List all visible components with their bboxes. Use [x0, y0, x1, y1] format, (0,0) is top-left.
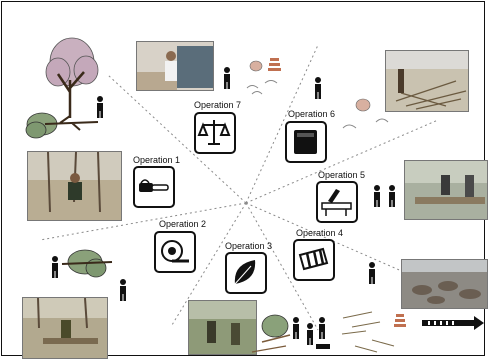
operation-1-label: Operation 1	[133, 155, 181, 165]
operation-4-box	[293, 239, 335, 281]
balance-scale-icon	[197, 120, 231, 145]
bark-piece-icon	[246, 58, 281, 95]
operation-5-box	[316, 181, 358, 223]
radial-line-2	[245, 44, 319, 204]
photo-weighing	[136, 41, 214, 91]
bark-roll-icon	[298, 247, 329, 271]
photo-branches	[385, 50, 469, 112]
leafy-branch-icon	[251, 314, 330, 353]
fuel-bar-icon	[422, 316, 484, 330]
photo-leaf-stripping	[188, 300, 257, 355]
bark-stack-icon	[394, 314, 406, 327]
log-splitting-icon	[321, 189, 352, 216]
radial-line-6	[171, 202, 247, 326]
operation-6-label: Operation 6	[288, 109, 336, 119]
operation-2-label: Operation 2	[159, 219, 207, 229]
measuring-tape-icon	[161, 240, 189, 263]
radial-line-5	[245, 202, 319, 331]
chainsaw-icon	[139, 179, 169, 192]
operation-5-label: Operation 5	[318, 170, 366, 180]
operation-3-label: Operation 3	[225, 241, 273, 251]
photo-debarking	[22, 297, 108, 359]
operation-6-box	[285, 121, 327, 163]
photo-bark-drying	[401, 259, 488, 309]
photo-splitting	[404, 160, 488, 220]
oven-icon	[294, 130, 317, 154]
radial-line-1	[107, 74, 247, 204]
leaf-icon	[234, 260, 256, 285]
operation-7-box	[194, 112, 236, 154]
operation-1-box	[133, 166, 175, 208]
operation-7-label: Operation 7	[194, 100, 242, 110]
photo-felling	[27, 151, 122, 221]
operation-3-box	[225, 252, 267, 294]
bark-piece-icon	[342, 98, 389, 129]
leafy-branch-icon	[61, 249, 113, 278]
operation-4-label: Operation 4	[296, 228, 344, 238]
operation-2-box	[154, 231, 196, 273]
twigs-icon	[341, 311, 395, 353]
